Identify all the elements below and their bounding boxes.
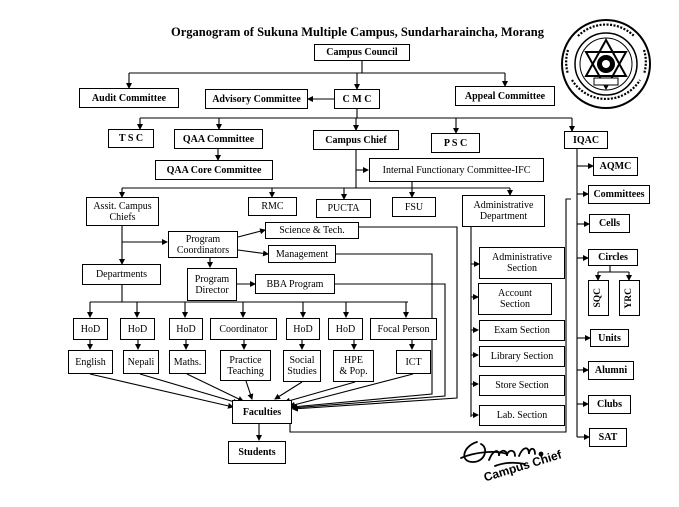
node-hpe-pop: HPE & Pop. — [333, 350, 374, 382]
node-appeal-committee: Appeal Committee — [455, 86, 555, 106]
yrc-label: YRC — [624, 287, 634, 309]
node-focal-person: Focal Person — [370, 318, 437, 340]
node-hod-maths: HoD — [169, 318, 203, 340]
diagram-title: Organogram of Sukuna Multiple Campus, Su… — [171, 25, 544, 39]
node-circles: Circles — [588, 249, 638, 266]
node-rmc: RMC — [248, 197, 297, 216]
node-sat: SAT — [589, 428, 627, 447]
node-coordinator: Coordinator — [210, 318, 277, 340]
node-program-coordinators: Program Coordinators — [168, 231, 238, 258]
node-english: English — [68, 350, 113, 374]
node-science-tech: Science & Tech. — [265, 222, 359, 239]
node-students: Students — [228, 441, 286, 464]
node-management: Management — [268, 245, 336, 263]
node-ict: ICT — [396, 350, 431, 374]
node-ifc: Internal Functionary Committee-IFC — [369, 158, 544, 182]
node-store-section: Store Section — [479, 375, 565, 396]
node-aqmc: AQMC — [593, 157, 638, 176]
node-nepali: Nepali — [123, 350, 159, 374]
node-account-section: Account Section — [478, 283, 552, 315]
node-assit-campus-chiefs: Assit. Campus Chiefs — [86, 197, 159, 226]
node-cells: Cells — [589, 214, 630, 233]
node-hod-english: HoD — [73, 318, 108, 340]
node-campus-council: Campus Council — [314, 44, 410, 61]
signature-mark — [460, 441, 544, 467]
node-administrative-department: Administrative Department — [462, 195, 545, 227]
node-audit-committee: Audit Committee — [79, 88, 179, 108]
node-tsc: T S C — [108, 129, 154, 148]
node-exam-section: Exam Section — [479, 320, 565, 341]
node-hod-hpe: HoD — [328, 318, 363, 340]
node-iqac: IQAC — [564, 131, 608, 149]
node-library-section: Library Section — [479, 346, 565, 367]
sqc-label: SQC — [593, 288, 603, 308]
node-lab-section: Lab. Section — [479, 405, 565, 426]
node-sqc: SQC — [588, 280, 609, 316]
node-qaa-core-committee: QAA Core Committee — [155, 160, 273, 180]
node-maths: Maths. — [169, 350, 206, 374]
node-campus-chief: Campus Chief — [313, 130, 399, 150]
node-psc: P S C — [431, 133, 480, 153]
campus-seal-stamp — [561, 19, 651, 109]
node-bba-program: BBA Program — [255, 274, 335, 294]
node-clubs: Clubs — [588, 395, 631, 414]
node-administrative-section: Administrative Section — [479, 247, 565, 279]
node-fsu: FSU — [392, 197, 436, 217]
node-hod-nepali: HoD — [120, 318, 155, 340]
node-practice-teaching: Practice Teaching — [220, 350, 271, 381]
node-alumni: Alumni — [588, 361, 634, 380]
node-committees: Committees — [588, 185, 650, 204]
node-program-director: Program Director — [187, 268, 237, 301]
node-social-studies: Social Studies — [283, 350, 321, 382]
node-pucta: PUCTA — [316, 199, 371, 218]
node-cmc: C M C — [334, 89, 380, 109]
node-faculties: Faculties — [232, 400, 292, 424]
node-departments: Departments — [82, 264, 161, 285]
node-yrc: YRC — [619, 280, 640, 316]
node-units: Units — [590, 329, 629, 347]
node-hod-social: HoD — [286, 318, 320, 340]
node-advisory-committee: Advisory Committee — [205, 89, 308, 109]
node-qaa-committee: QAA Committee — [174, 129, 263, 149]
